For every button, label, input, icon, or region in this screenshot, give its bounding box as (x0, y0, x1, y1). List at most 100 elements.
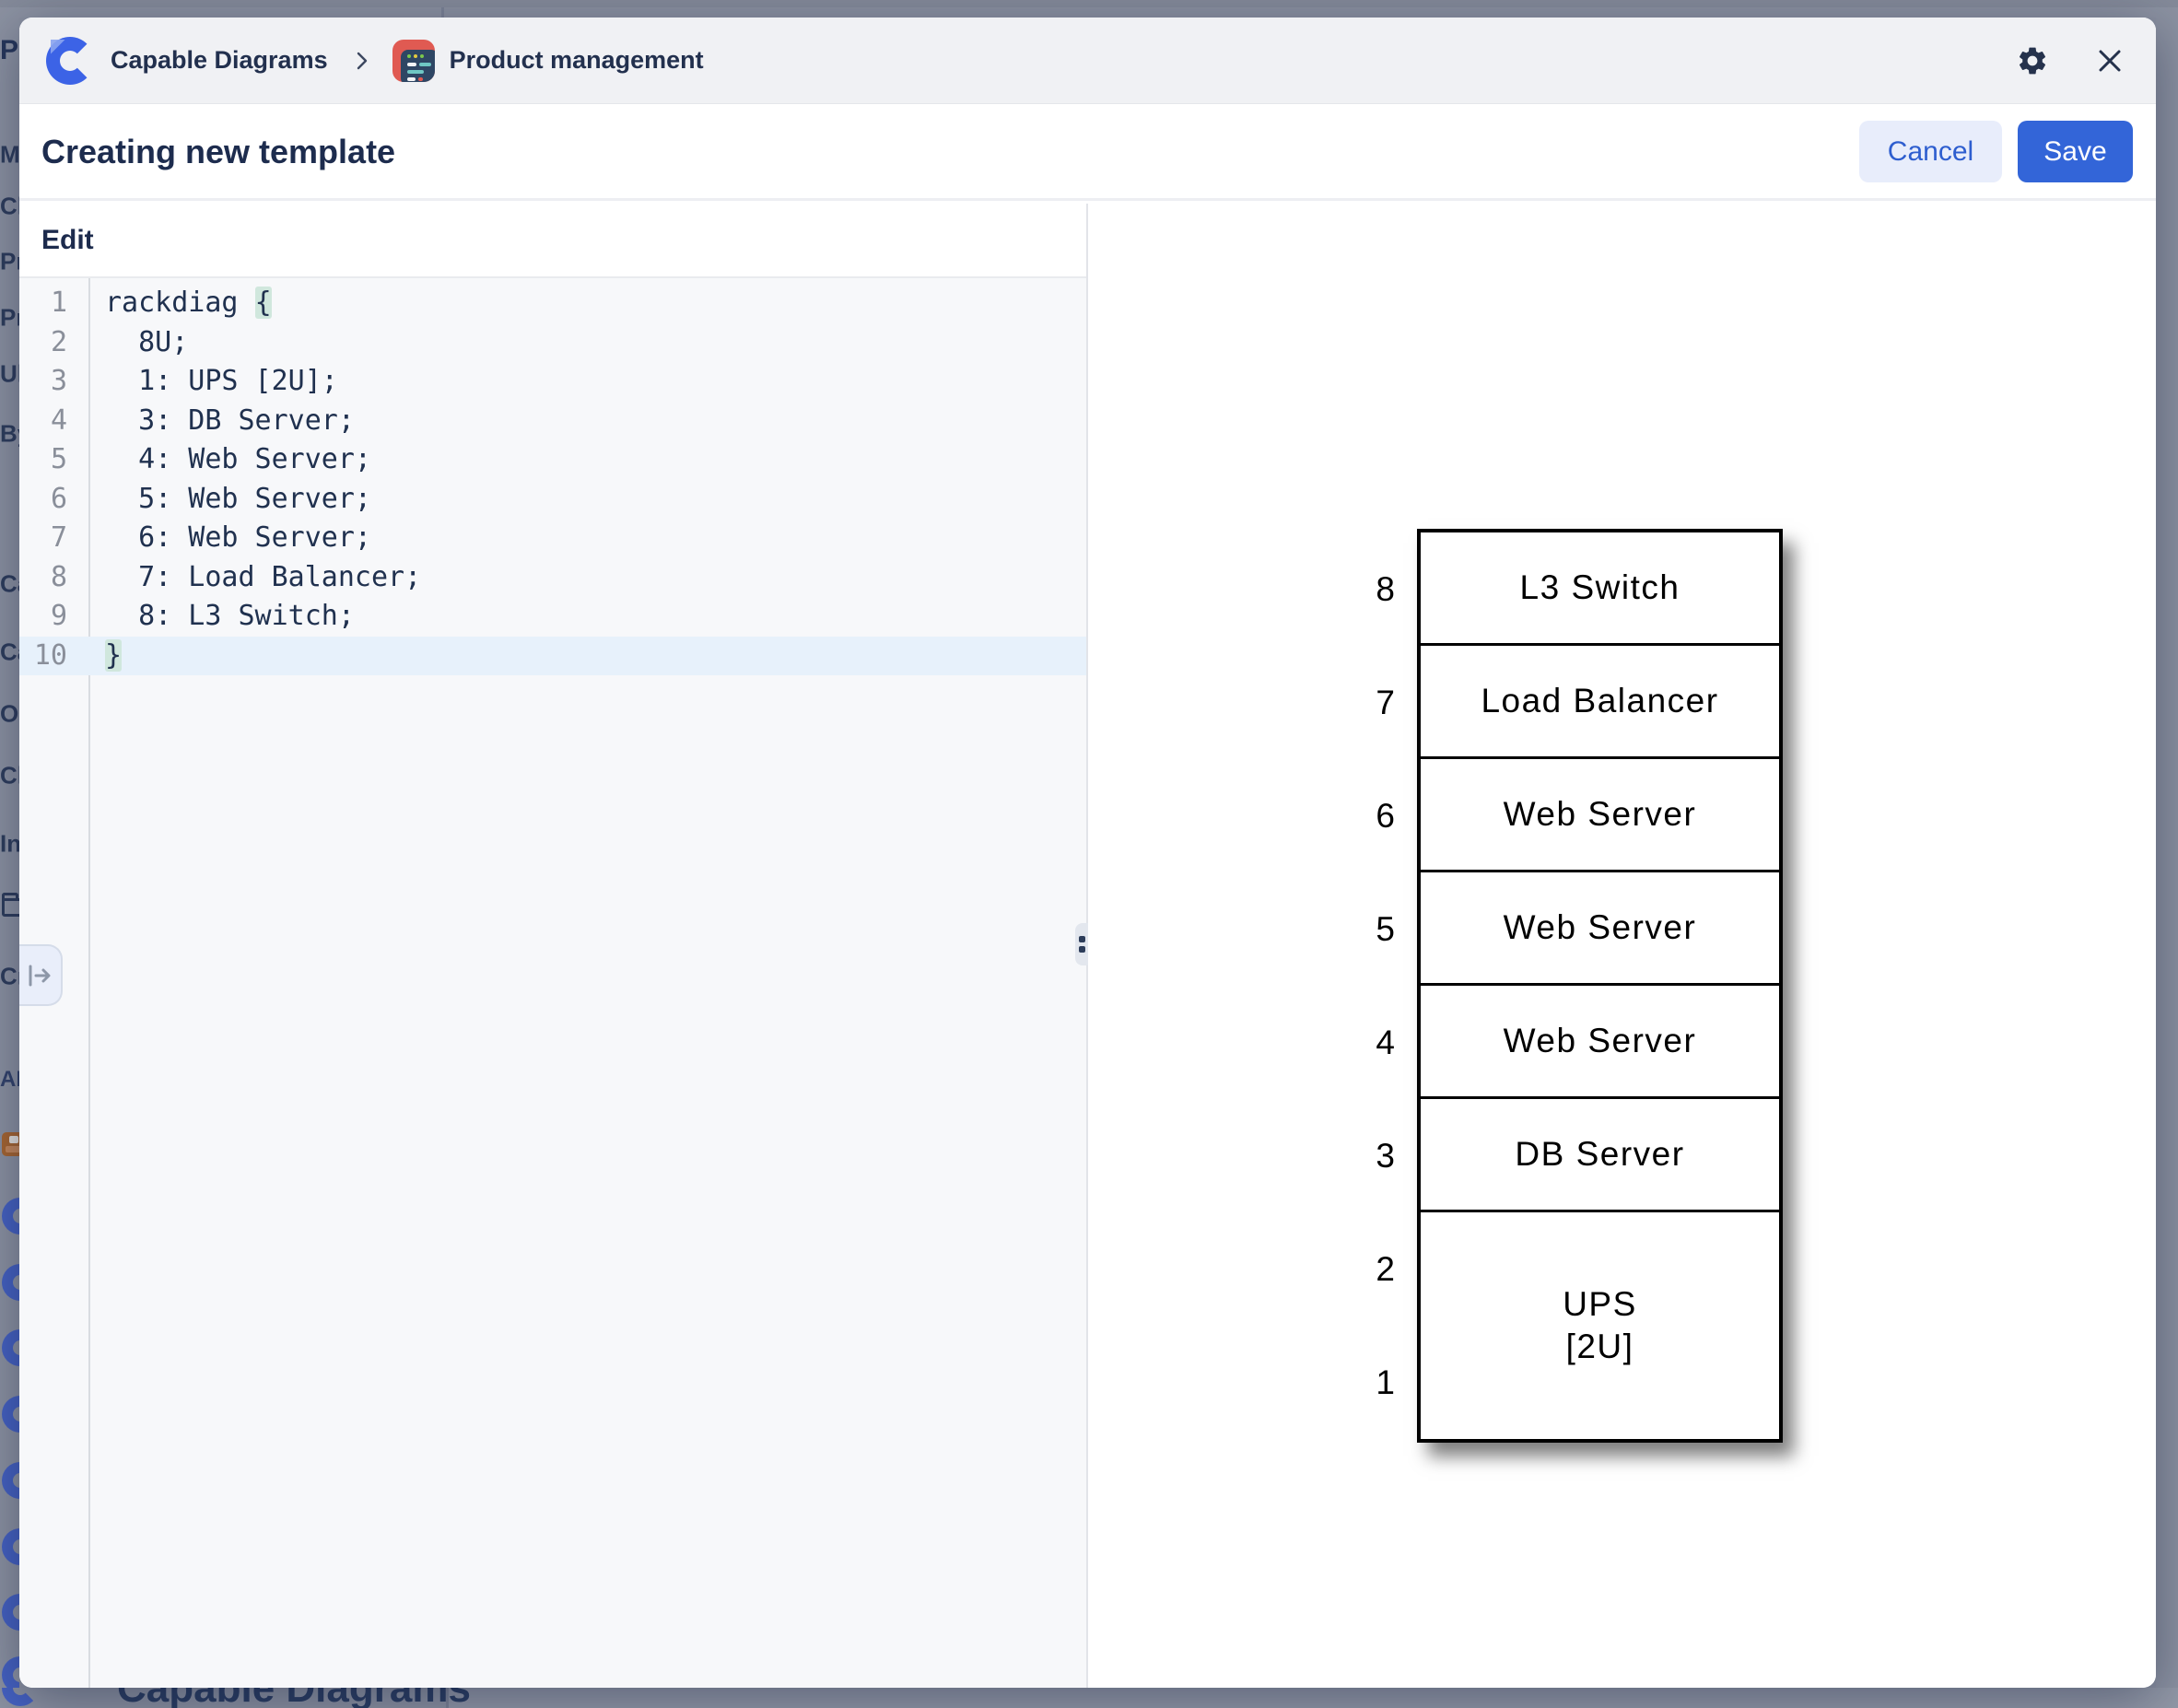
rack-slot-label: UPS (1563, 1285, 1637, 1323)
page-title: Creating new template (41, 132, 396, 170)
code-line[interactable]: 6: Web Server; (105, 521, 371, 554)
rack-slot: Web Server (1421, 986, 1779, 1099)
line-number: 6 (50, 482, 67, 515)
cancel-button[interactable]: Cancel (1859, 121, 2002, 182)
backdrop-divider (446, 1688, 449, 1708)
background-nav-label: Ca (0, 638, 19, 666)
rack-unit-number: 6 (1376, 796, 1395, 835)
create-template-dialog: Capable Diagrams Product management Crea… (19, 18, 2156, 1688)
capable-diagrams-logo (2, 1264, 19, 1301)
code-line[interactable]: 3: DB Server; (105, 404, 355, 437)
rack-unit-number: 5 (1376, 909, 1395, 948)
background-nav-label: Pr (0, 303, 19, 332)
line-number: 4 (50, 404, 67, 437)
line-number: 7 (50, 521, 67, 554)
code-line-row[interactable]: 1 rackdiag { (19, 284, 1086, 323)
matched-bracket: { (254, 287, 272, 319)
backdrop-right-strip (2156, 18, 2178, 1688)
line-number: 9 (50, 600, 67, 632)
chevron-right-icon (352, 49, 372, 73)
backdrop-divider (441, 7, 444, 18)
code-line[interactable]: 8U; (105, 325, 189, 358)
code-line[interactable]: 7: Load Balancer; (105, 560, 422, 593)
code-line-row[interactable]: 10} (19, 636, 1086, 676)
dialog-title-row: Creating new template Cancel Save (19, 105, 2156, 201)
background-nav-label: By (0, 419, 19, 448)
rack-slot: Web Server (1421, 872, 1779, 986)
capable-diagrams-logo (2, 1594, 19, 1631)
breadcrumb-app-name[interactable]: Capable Diagrams (111, 46, 328, 74)
rack-slot: DB Server (1421, 1099, 1779, 1212)
code-line[interactable]: 5: Web Server; (105, 482, 371, 515)
code-line[interactable]: } (67, 637, 123, 676)
rack-slot-label: Web Server (1503, 1022, 1697, 1059)
breadcrumb-page-name[interactable]: Product management (449, 46, 704, 74)
gutter-divider (88, 278, 90, 1688)
expand-sidebar-button[interactable] (19, 944, 63, 1006)
capable-diagrams-logo (2, 1396, 19, 1433)
background-nav-label: AP (0, 1067, 19, 1092)
capable-diagrams-logo (2, 1656, 19, 1688)
background-nav-label: Cr (0, 962, 19, 990)
capable-diagrams-logo (2, 1329, 19, 1366)
background-nav-label: M (0, 140, 19, 169)
backdrop-left-strip: PrMClPrPrUlByCaCaOuClInCrAP (0, 18, 19, 1688)
backdrop-bottom-strip: Capable Diagrams (0, 1688, 2178, 1708)
rack-slot: Load Balancer (1421, 646, 1779, 759)
line-number: 5 (50, 443, 67, 475)
rack-unit-number: 8 (1376, 569, 1395, 608)
rack-unit-number: 4 (1376, 1023, 1395, 1061)
backdrop-content-area (449, 1688, 2178, 1708)
line-number: 3 (50, 365, 67, 397)
background-nav-label: Ou (0, 699, 19, 728)
product-management-icon (392, 39, 435, 82)
rack-slot-sublabel: [2U] (1565, 1328, 1634, 1365)
code-line[interactable]: 4: Web Server; (105, 443, 371, 475)
code-line-row[interactable]: 9 8: L3 Switch; (19, 597, 1086, 637)
background-page-title: Capable Diagrams (117, 1688, 471, 1708)
rack-slot: Web Server (1421, 759, 1779, 872)
rack-slot: UPS [2U] (1421, 1212, 1779, 1439)
backdrop-top-strip (0, 0, 2178, 18)
background-nav-label: In (0, 829, 19, 858)
background-nav-label: Cl (0, 192, 19, 220)
edit-panel-header: Edit (19, 204, 1086, 278)
edit-panel-label: Edit (41, 224, 94, 255)
code-line-row[interactable]: 6 5: Web Server; (19, 480, 1086, 520)
code-line-row[interactable]: 2 8U; (19, 323, 1086, 363)
code-line[interactable]: 1: UPS [2U]; (105, 365, 338, 397)
code-line-row[interactable]: 4 3: DB Server; (19, 402, 1086, 441)
settings-gear-icon[interactable] (2014, 42, 2051, 79)
code-line-row[interactable]: 3 1: UPS [2U]; (19, 362, 1086, 402)
rack-slot-label: Load Balancer (1481, 682, 1719, 719)
background-nav-label: Pr (0, 247, 19, 275)
code-line-row[interactable]: 7 6: Web Server; (19, 519, 1086, 558)
line-number: 10 (33, 638, 67, 672)
rack-slot-label: Web Server (1503, 908, 1697, 946)
code-line[interactable]: rackdiag { (105, 287, 272, 319)
code-line[interactable]: 8: L3 Switch; (105, 600, 355, 632)
rack-slot: L3 Switch (1421, 532, 1779, 646)
rack-unit-number: 1 (1376, 1363, 1395, 1401)
capable-diagrams-logo (2, 1198, 19, 1234)
capable-diagrams-logo (2, 1528, 19, 1565)
matched-bracket: } (105, 638, 123, 672)
code-line-row[interactable]: 5 4: Web Server; (19, 440, 1086, 480)
capable-diagrams-logo (2, 1688, 39, 1706)
capable-diagrams-logo-icon (46, 36, 94, 85)
code-line-row[interactable]: 8 7: Load Balancer; (19, 558, 1086, 598)
background-nav-label: Cl (0, 761, 19, 790)
rack-unit-number: 3 (1376, 1136, 1395, 1175)
dialog-header: Capable Diagrams Product management (19, 18, 2156, 104)
rack-unit-number: 7 (1376, 683, 1395, 721)
rack-slot-label: Web Server (1503, 795, 1697, 833)
close-icon[interactable] (2091, 42, 2128, 79)
save-button[interactable]: Save (2018, 121, 2133, 182)
rack-slot-label: DB Server (1515, 1135, 1685, 1173)
line-number: 1 (50, 287, 67, 319)
